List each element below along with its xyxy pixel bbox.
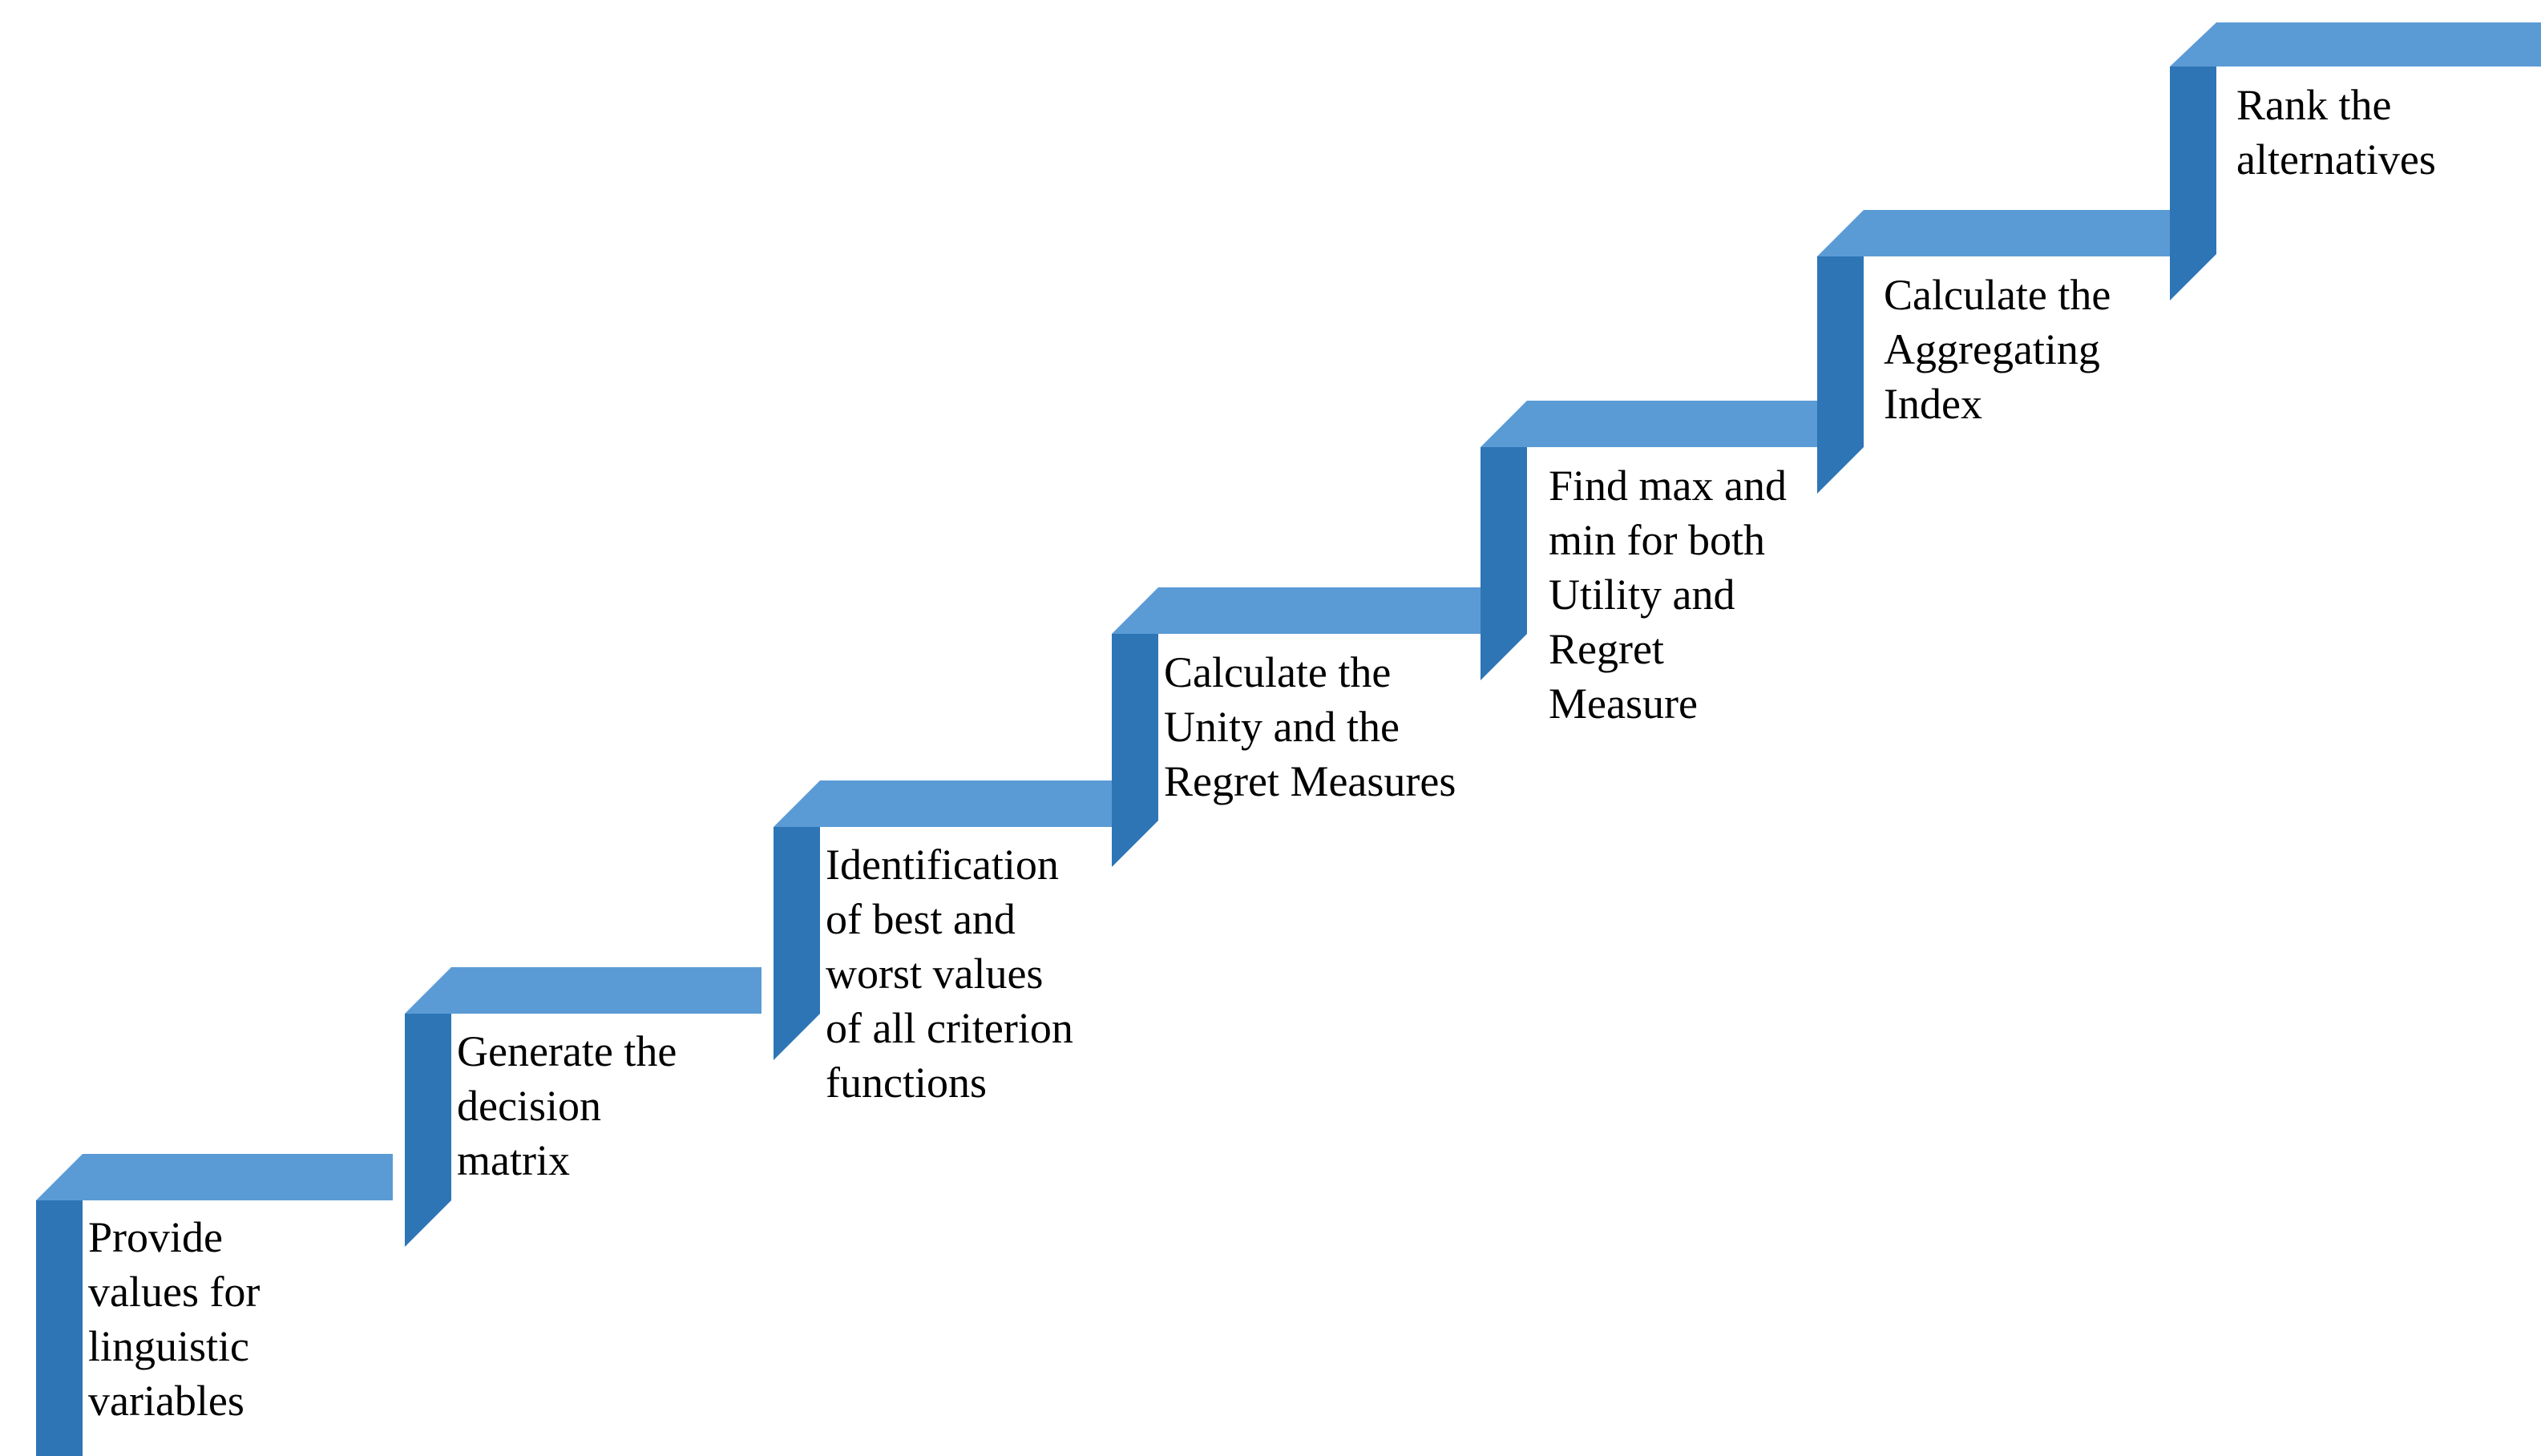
stair-step-label-6: Calculate the Aggregating Index	[1884, 271, 2111, 428]
stair-riser-1	[36, 1200, 83, 1456]
stair-tread-1	[36, 1154, 393, 1200]
stair-step-label-1: Provide values for linguistic variables	[88, 1213, 261, 1425]
stair-riser-4	[1112, 634, 1158, 867]
stair-tread-7	[2170, 22, 2541, 67]
stair-step-label-5: Find max and min for both Utility and Re…	[1549, 462, 1787, 728]
stair-tread-4	[1112, 587, 1481, 634]
stair-step-label-4: Calculate the Unity and the Regret Measu…	[1164, 648, 1456, 805]
stair-riser-7	[2170, 67, 2216, 300]
stair-tread-2	[405, 967, 761, 1014]
stair-step-label-7: Rank the alternatives	[2236, 81, 2436, 184]
stair-riser-3	[774, 827, 820, 1060]
stair-riser-5	[1481, 447, 1527, 680]
stair-step-label-3: Identification of best and worst values …	[826, 841, 1073, 1107]
stair-tread-5	[1481, 401, 1821, 447]
stair-tread-3	[774, 780, 1114, 827]
stair-step-label-2: Generate the decision matrix	[457, 1027, 677, 1184]
stair-tread-6	[1817, 210, 2174, 256]
stair-riser-2	[405, 1014, 451, 1247]
stair-riser-6	[1817, 256, 1864, 494]
